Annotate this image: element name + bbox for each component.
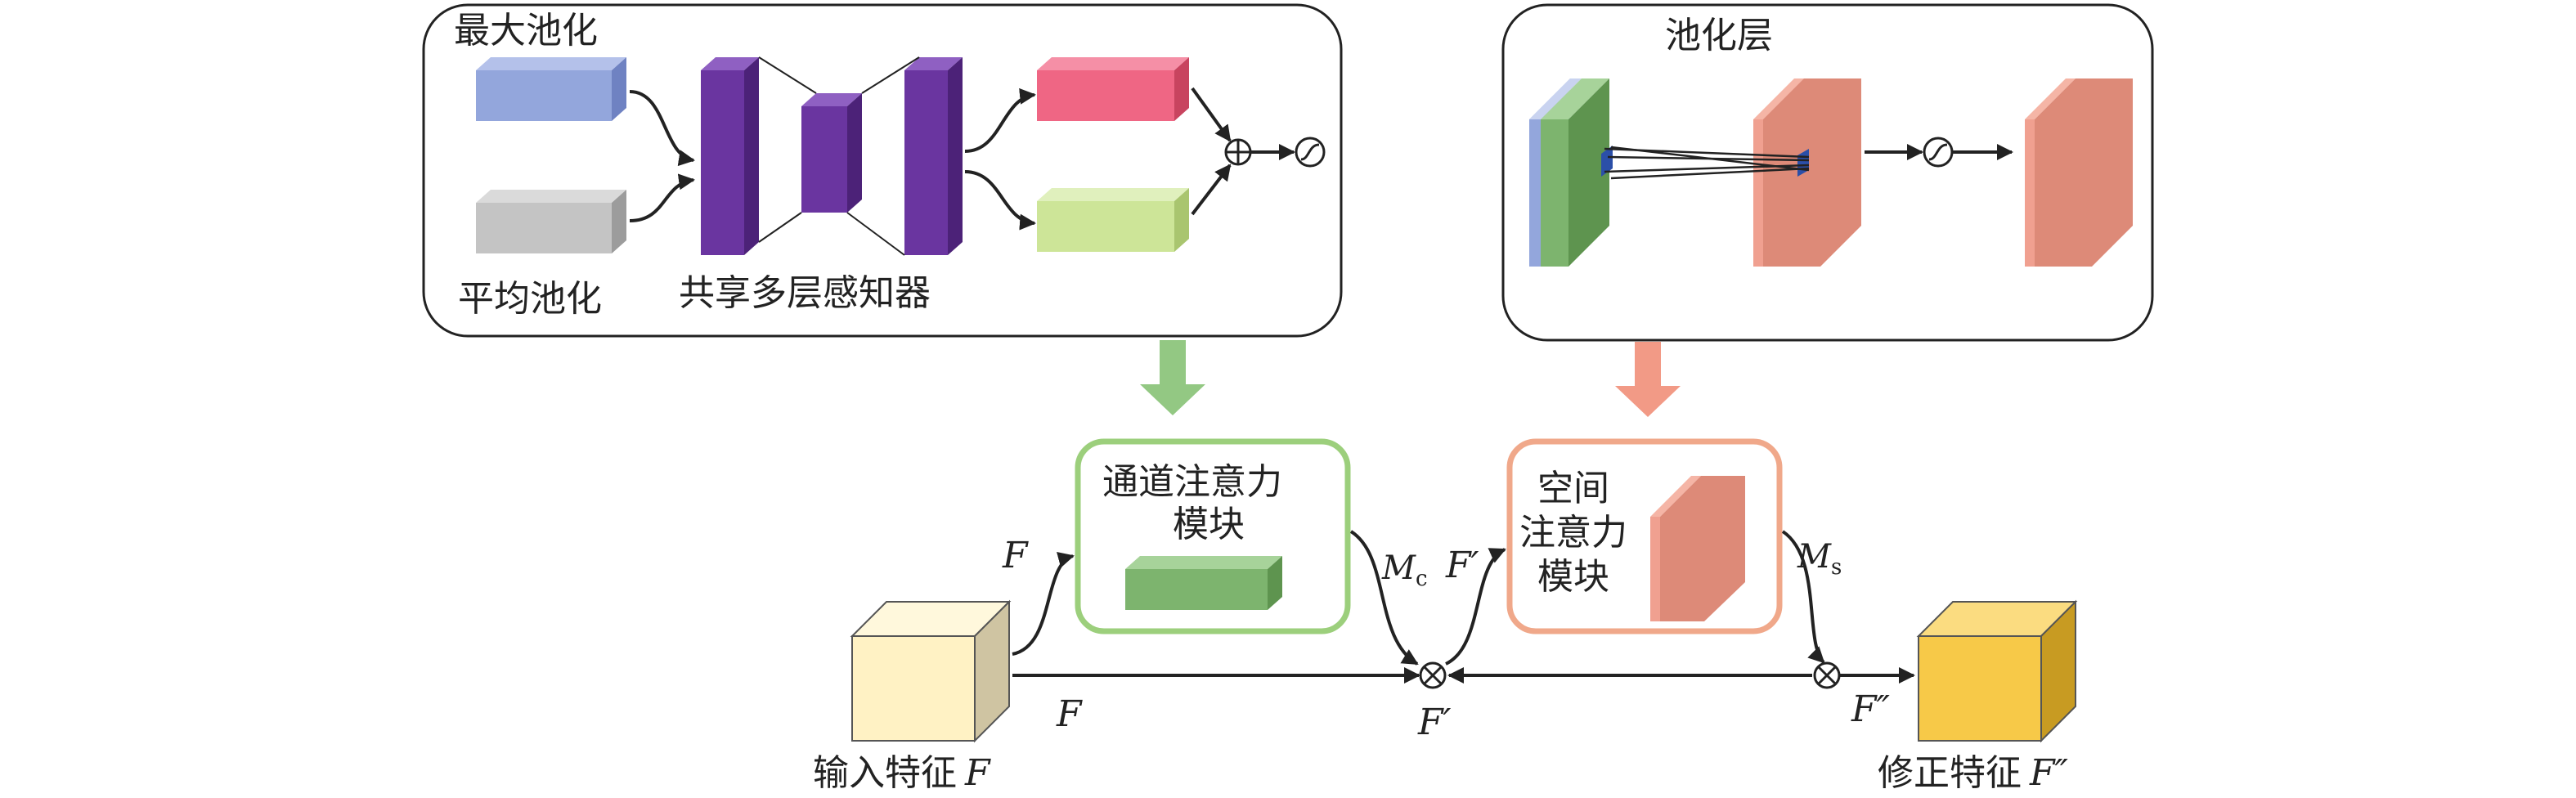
sigmoid-icon: [1923, 137, 1954, 168]
input-feature-cube: [850, 599, 1012, 743]
max-pool-label: 最大池化: [454, 10, 598, 52]
Ms-label: Ms: [1797, 538, 1842, 580]
channel-module-to-multiply-arrow: [1349, 530, 1419, 666]
spatial-module-line2: 注意力: [1519, 512, 1627, 554]
spatial-attention-detail-panel: 池化层: [1501, 3, 2154, 342]
channel-detail-arrow: [1140, 340, 1205, 415]
conv-spatial-map: [1753, 78, 1861, 267]
F-label-lower: F: [1056, 693, 1083, 735]
spatial-module-line1: 空间: [1537, 468, 1609, 509]
avg-pool-to-mlp-arrow: [629, 173, 695, 222]
mlp-output-bottom-bar: [1037, 188, 1189, 252]
multiply-operator-icon: [1813, 661, 1841, 689]
F-label-upper: F: [1002, 535, 1029, 576]
mlp-output-top-bar: [1037, 57, 1189, 121]
mlp-to-top-output-arrow: [964, 87, 1036, 153]
avg-pool-label: 平均池化: [458, 278, 602, 320]
spatial-module-to-multiply-arrow: [1781, 530, 1825, 664]
spatial-attention-module: 空间 注意力 模块: [1506, 438, 1783, 634]
top-output-to-sum-arrow: [1191, 87, 1232, 142]
spatial-attention-output-map: [2025, 78, 2133, 267]
multiply-to-spatial-module-arrow: [1445, 548, 1506, 666]
pooled-feature-maps: [1529, 78, 1613, 267]
channel-attention-map: [1125, 556, 1282, 610]
max-pool-to-mlp-arrow: [629, 90, 695, 167]
sum-operator-icon: [1224, 138, 1252, 166]
shared-mlp: [701, 56, 963, 256]
shared-mlp-label: 共享多层感知器: [679, 272, 931, 314]
mlp-to-bottom-output-arrow: [964, 170, 1036, 231]
input-to-channel-module-arrow: [1012, 552, 1075, 656]
channel-module-title: 通道注意力: [1102, 461, 1282, 503]
spatial-module-map: [1650, 476, 1745, 621]
refined-feature-cube: [1916, 599, 2078, 743]
spatial-module-line3: 模块: [1537, 556, 1609, 598]
pool-layer-label: 池化层: [1665, 15, 1773, 56]
bottom-output-to-sum-arrow: [1191, 164, 1232, 216]
F-double-prime-label: F″: [1851, 688, 1891, 730]
F-prime-label-lower: F′: [1417, 702, 1452, 743]
max-pool-bar: [476, 57, 626, 121]
F-prime-label-upper: F′: [1445, 545, 1479, 586]
channel-attention-module: 通道注意力 模块: [1075, 438, 1351, 634]
projection-lines: [1604, 146, 1810, 180]
sigmoid-icon: [1295, 137, 1326, 168]
avg-pool-bar: [476, 190, 626, 253]
channel-attention-detail-panel: 最大池化 平均池化: [422, 3, 1343, 338]
multiply-operator-icon: [1419, 661, 1447, 689]
Mc-label: Mc: [1381, 549, 1428, 591]
channel-module-subtitle: 模块: [1173, 504, 1245, 545]
spatial-detail-arrow: [1615, 342, 1681, 417]
